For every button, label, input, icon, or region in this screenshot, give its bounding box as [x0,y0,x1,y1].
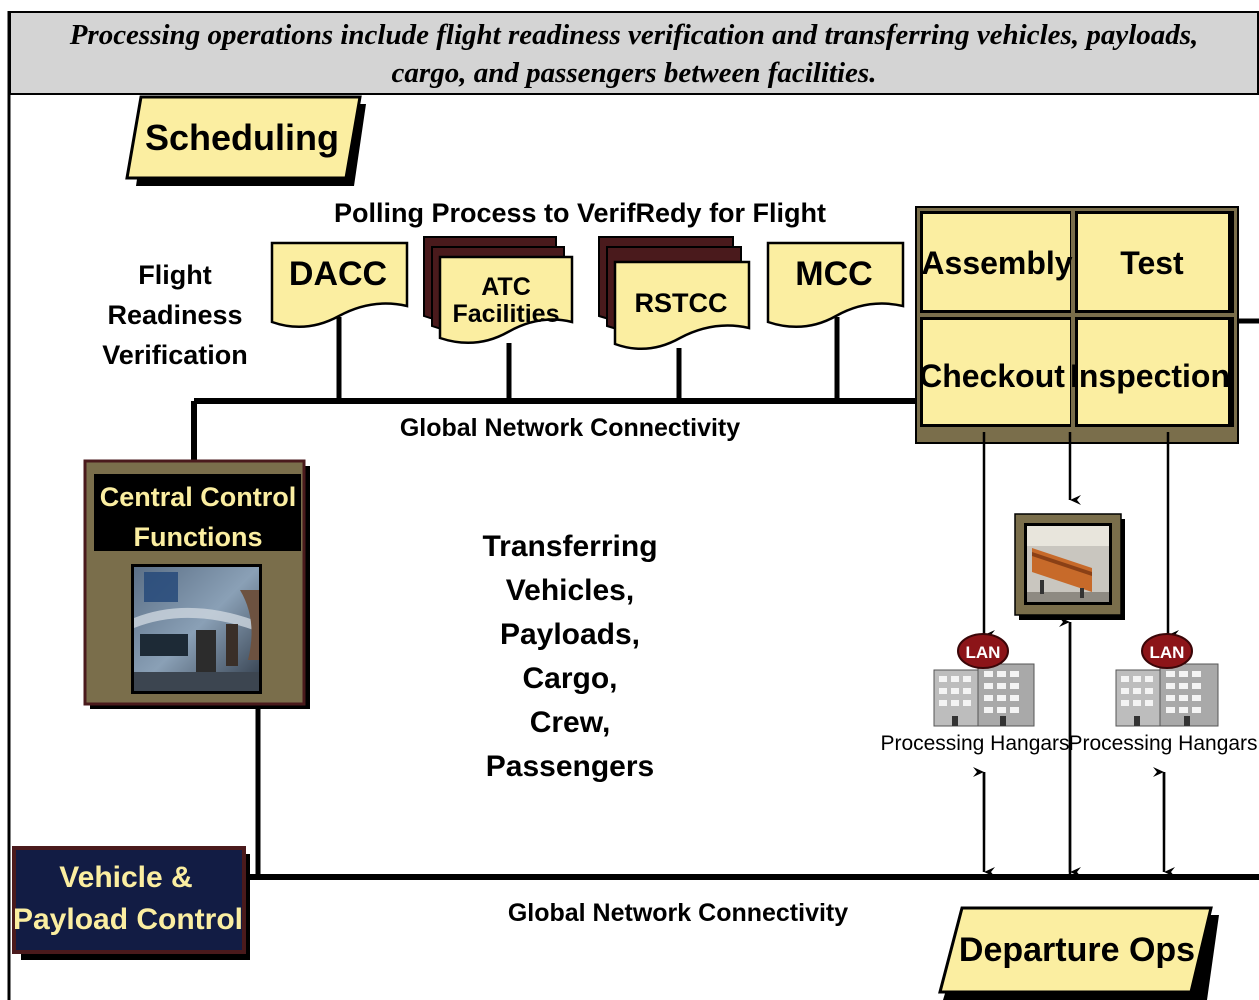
mcc-label: MCC [795,255,872,293]
mcc-document [766,241,905,328]
caption-line2: cargo, and passengers between facilities… [391,57,877,89]
vehicle-payload-box [12,846,250,960]
right-hangar-label: Processing Hangars [1068,732,1257,755]
inspection-cell [1078,320,1228,424]
right-lan-label: LAN [1150,643,1185,662]
atc-document-stack [423,236,574,344]
left-lan-label: LAN [966,643,1001,662]
assembly-label: Assembly [921,245,1072,281]
rocket-hangar-photo [1014,513,1125,620]
scheduling-label: Scheduling [145,117,339,158]
rstcc-label: RSTCC [635,288,728,318]
atc-label-line1: ATC [481,273,531,301]
rstcc-document-stack [598,236,751,350]
caption-header: Processing operations include flight rea… [9,11,1259,95]
left-lan-badge [957,633,1009,669]
transfer-line-2: Vehicles, [506,574,634,607]
frv-line2: Readiness [107,300,242,330]
left-hangar-building [933,663,1035,727]
central-control-line1: Central Control [100,482,297,512]
right-lan-badge [1141,633,1193,669]
lower-network-label: Global Network Connectivity [508,899,848,927]
dacc-document [270,241,409,328]
checkout-cell [923,320,1070,424]
departure-ops-banner [938,906,1219,1000]
transfer-line-6: Passengers [486,750,654,783]
connector-arrows [973,432,1179,877]
left-hangar-label: Processing Hangars [880,732,1069,755]
frv-line3: Verification [102,340,248,370]
vehicle-line1: Vehicle & [59,861,192,894]
central-control-box [83,459,310,709]
inspection-label: Inspection [1070,358,1230,394]
departure-ops-label: Departure Ops [959,931,1195,969]
transfer-line-4: Cargo, [522,662,617,695]
vehicle-line2: Payload Control [13,903,243,936]
transfer-line-5: Crew, [530,706,611,739]
control-room-photo [134,567,259,691]
scheduling-banner [125,95,366,186]
central-control-line2: Functions [134,522,263,552]
transfer-line-1: Transferring [482,530,657,563]
atc-label-line2: Facilities [453,300,560,328]
test-label: Test [1120,245,1184,281]
test-cell [1078,214,1228,310]
assembly-cell [923,214,1070,310]
right-hangar-building [1115,663,1219,727]
caption-line1: Processing operations include flight rea… [69,19,1199,51]
ops-grid [915,206,1239,444]
dacc-label: DACC [289,255,387,293]
upper-network-line [191,317,920,464]
upper-network-label: Global Network Connectivity [400,414,740,442]
checkout-label: Checkout [919,358,1065,394]
polling-title: Polling Process to VerifRedy for Flight [334,198,826,228]
frv-line1: Flight [138,260,211,290]
transfer-line-3: Payloads, [500,618,640,651]
